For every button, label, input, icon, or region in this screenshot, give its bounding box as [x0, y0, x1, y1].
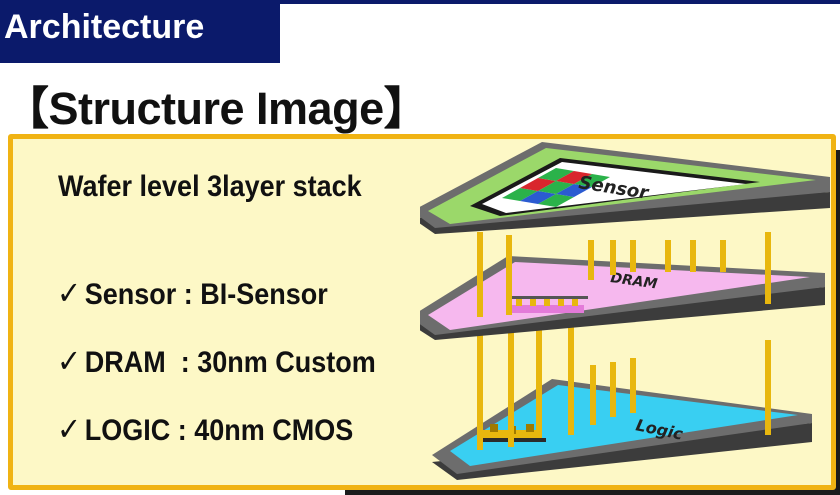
- check-icon: ✓: [57, 410, 82, 448]
- panel-shadow: [345, 489, 840, 495]
- panel-shadow-right: [835, 150, 840, 495]
- dram-layer: DRAM: [420, 256, 825, 340]
- section-tab: Architecture: [0, 0, 280, 63]
- check-icon: ✓: [57, 342, 82, 380]
- check-icon: ✓: [57, 274, 82, 312]
- pillars-lower: [477, 295, 771, 450]
- list-item-text: DRAM : 30nm Custom: [84, 346, 376, 379]
- list-item-logic: ✓LOGIC : 40nm CMOS: [42, 376, 353, 448]
- logic-layer: Logic: [432, 379, 812, 480]
- list-item-dram: ✓DRAM : 30nm Custom: [42, 308, 376, 380]
- pillars-upper: [477, 232, 771, 317]
- header-rule: [280, 0, 840, 4]
- dram-label: DRAM: [609, 270, 658, 292]
- pixel-array-icon: [502, 168, 610, 207]
- headline: Wafer level 3layer stack: [58, 170, 362, 203]
- stack-diagram: Logic DRAM: [420, 142, 830, 480]
- sensor-layer: Sensor: [420, 142, 830, 234]
- dram-chip-icon: [508, 296, 588, 313]
- list-item-sensor: ✓Sensor : BI-Sensor: [42, 240, 328, 312]
- list-item-text: LOGIC : 40nm CMOS: [84, 414, 354, 447]
- page-title: 【Structure Image】: [4, 83, 429, 134]
- list-item-text: Sensor : BI-Sensor: [84, 278, 328, 311]
